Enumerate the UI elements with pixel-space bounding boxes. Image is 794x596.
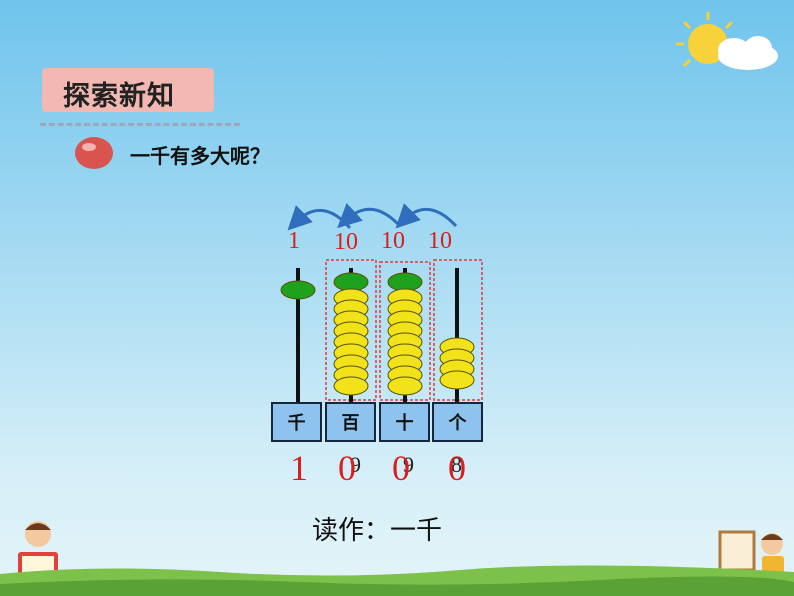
carry-label-thousands: 1 <box>288 228 300 254</box>
digit-thousands: 1 <box>290 448 308 488</box>
faded-digit: 9 <box>350 452 361 477</box>
carry-label-tens: 10 <box>381 228 405 254</box>
thousands-bead <box>280 280 316 300</box>
place-ones: 个 <box>432 402 483 442</box>
faded-digit: 9 <box>403 452 414 477</box>
place-thousands: 千 <box>271 402 322 442</box>
tens-bead <box>387 376 423 396</box>
bullet-ball-icon <box>75 137 113 169</box>
ones-bead <box>439 370 475 390</box>
carry-label-hundreds: 10 <box>334 229 358 255</box>
digit-hundreds: 0 <box>338 448 356 488</box>
hundreds-bead <box>333 272 369 292</box>
reading-text: 读作：一千 <box>312 516 443 546</box>
grass-ground <box>0 565 794 596</box>
digit-ones: 0 <box>448 448 466 488</box>
place-hundreds: 百 <box>325 402 376 442</box>
carry-arrow <box>395 203 458 229</box>
sun-cloud-icon <box>676 12 778 70</box>
child-painting-icon <box>718 530 784 589</box>
carry-arrow <box>287 205 352 231</box>
section-tag-text: 探索新知 <box>63 81 175 112</box>
divider <box>40 123 240 126</box>
section-tag <box>42 68 214 112</box>
digit-tens: 0 <box>392 448 410 488</box>
hundreds-bead <box>333 376 369 396</box>
question-text: 一千有多大呢？ <box>130 144 270 168</box>
place-tens: 十 <box>379 402 430 442</box>
carry-arrow <box>337 203 402 229</box>
faded-digit: 8 <box>451 452 462 477</box>
carry-label-ones: 10 <box>428 228 452 254</box>
tens-bead <box>387 272 423 292</box>
